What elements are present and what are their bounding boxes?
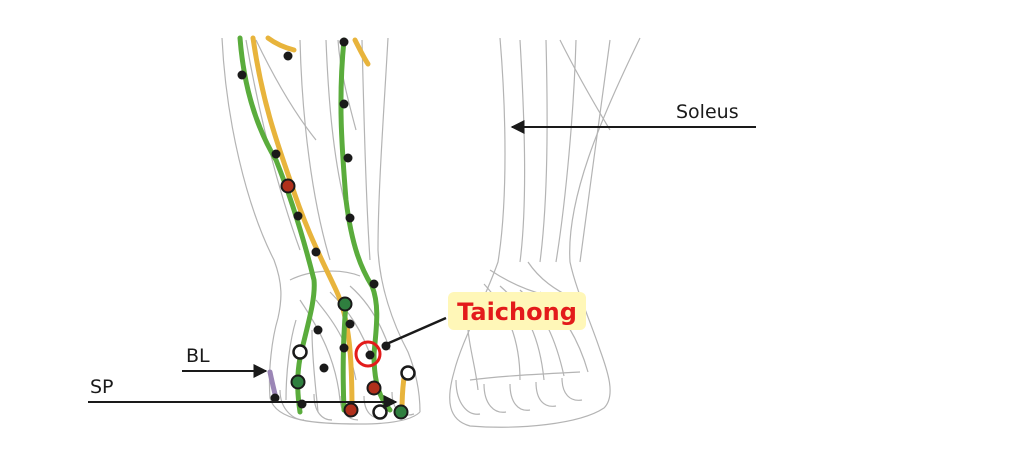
acupoint: [311, 247, 321, 257]
acupoint: [345, 213, 355, 223]
acupoint-open: [372, 404, 388, 420]
sp-label: SP: [90, 376, 114, 398]
acupoint: [369, 279, 379, 289]
acupoint-red: [280, 178, 296, 194]
acupoint: [237, 70, 247, 80]
acupoint: [339, 343, 349, 353]
taichong-leader-line: [381, 316, 447, 348]
acupoint: [319, 363, 329, 373]
acupoint: [313, 325, 323, 335]
taichong-label-bg: [448, 292, 586, 330]
acupoint-red: [343, 402, 359, 418]
acupoint-red: [366, 380, 382, 396]
acupoint-open: [400, 365, 416, 381]
left-foot-outline: [221, 37, 421, 425]
acupoint-open: [292, 344, 308, 360]
acupoint: [339, 99, 349, 109]
acupoint-green: [290, 374, 306, 390]
acupoint: [270, 393, 280, 403]
acupoint: [345, 319, 355, 329]
acupoint-green: [337, 296, 353, 312]
acupoint-green: [393, 404, 409, 420]
taichong-highlight-ring: [354, 340, 382, 368]
acupoint: [343, 153, 353, 163]
acupoint: [339, 37, 349, 47]
bl-label: BL: [186, 345, 210, 367]
acupoint: [283, 51, 293, 61]
acupoint: [297, 399, 307, 409]
yellow-meridians: [250, 35, 407, 415]
acupoint: [365, 350, 375, 360]
acupoint: [293, 211, 303, 221]
taichong-label: Taichong: [457, 298, 577, 326]
right-foot-outline: [449, 37, 641, 428]
acupoint: [271, 149, 281, 159]
soleus-label: Soleus: [676, 101, 739, 123]
